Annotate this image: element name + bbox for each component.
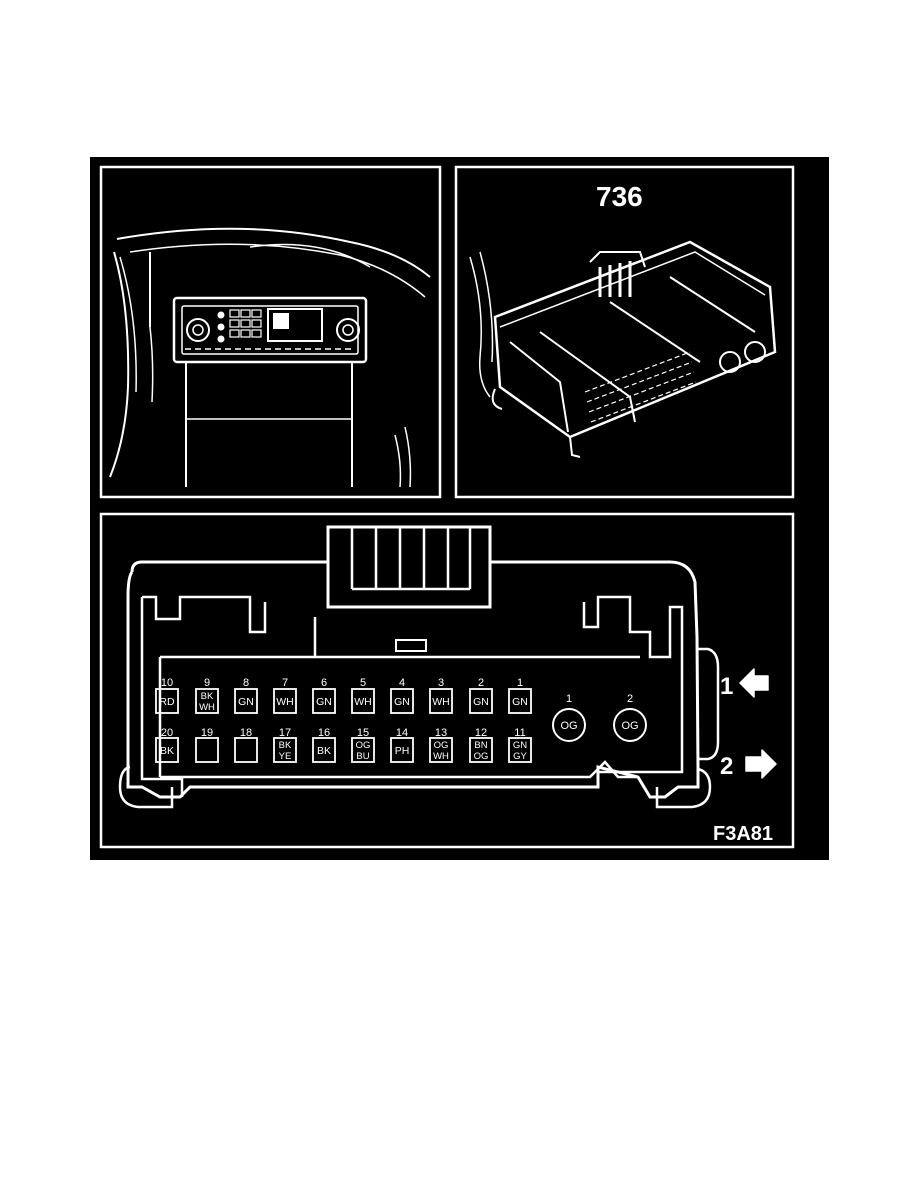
pin-cavity [351,737,375,763]
pin-number: 11 [514,727,525,739]
pin-cavity [390,688,414,714]
wire-color-label: GN [512,696,528,708]
wire-color-label: WH [199,702,215,713]
wire-color-label: BK [317,745,331,757]
round-pin-wire-label: OG [621,720,638,732]
pin-cavity [429,688,453,714]
pin-cavity [195,688,219,714]
wire-color-label: WH [433,751,449,762]
pin-number: 13 [435,727,447,739]
pin-cavity [234,688,258,714]
pin-cavity [312,737,336,763]
pin-number: 15 [357,727,369,739]
pin-cavity [508,688,532,714]
right-arrow-icon [745,749,777,779]
wire-color-label: BK [160,745,174,757]
pin-cavity [469,688,493,714]
round-pin-cavity [552,708,586,742]
arrow-2-marker: 2 [720,749,777,780]
dashboard-location-panel [99,165,442,499]
pin-number: 3 [438,677,444,689]
figure-code: F3A81 [713,823,773,845]
pin-cavity [273,688,297,714]
connector-pinout-panel [99,512,795,849]
arrow-1-label: 1 [720,673,733,700]
pin-number: 7 [282,677,288,689]
pin-cavity [234,737,258,763]
pin-number: 6 [321,677,327,689]
pin-cavity [312,688,336,714]
pin-cavity [351,688,375,714]
wire-color-label: GN [316,696,332,708]
pin-number: 18 [240,727,252,739]
pin-number: 20 [161,727,173,739]
pin-cavity [273,737,297,763]
wire-color-label: WH [276,696,294,708]
wire-color-label: GN [394,696,410,708]
pin-number: 16 [318,727,330,739]
wire-color-label: BK [201,691,214,702]
pin-number: 4 [399,677,405,689]
wire-color-label: OG [434,740,449,751]
pin-number: 1 [517,677,523,689]
pin-number: 8 [243,677,249,689]
pin-cavity [429,737,453,763]
pin-number: 2 [478,677,484,689]
wire-color-label: BK [279,740,292,751]
pin-number: 5 [360,677,366,689]
pin-cavity [155,737,179,763]
wire-color-label: GN [473,696,489,708]
pin-cavity [469,737,493,763]
left-arrow-icon [739,668,769,698]
pin-cavity [508,737,532,763]
round-pin-number: 2 [627,693,633,705]
component-number: 736 [596,181,643,212]
connector-perspective-panel [454,165,795,499]
wire-color-label: BU [356,751,369,762]
wire-color-label: GN [238,696,254,708]
wire-color-label: OG [356,740,371,751]
wire-color-label: YE [279,751,292,762]
wire-color-label: OG [474,751,489,762]
round-pin-number: 1 [566,693,572,705]
pin-cavity [390,737,414,763]
pin-number: 9 [204,677,210,689]
pin-cavity [195,737,219,763]
wire-color-label: PH [395,745,410,757]
arrow-2-label: 2 [720,753,733,780]
pin-number: 12 [475,727,487,739]
round-pin-cavity [613,708,647,742]
round-pin-wire-label: OG [560,720,577,732]
pin-number: 14 [396,727,408,739]
arrow-1-marker: 1 [720,668,769,700]
wire-color-label: WH [354,696,372,708]
wire-color-label: RD [159,696,175,708]
pin-number: 19 [201,727,213,739]
wire-color-label: GY [513,751,527,762]
pin-number: 17 [279,727,291,739]
pin-cavity [155,688,179,714]
wire-color-label: WH [432,696,450,708]
wire-color-label: GN [513,740,527,751]
pin-number: 10 [161,677,173,689]
wire-color-label: BN [474,740,487,751]
